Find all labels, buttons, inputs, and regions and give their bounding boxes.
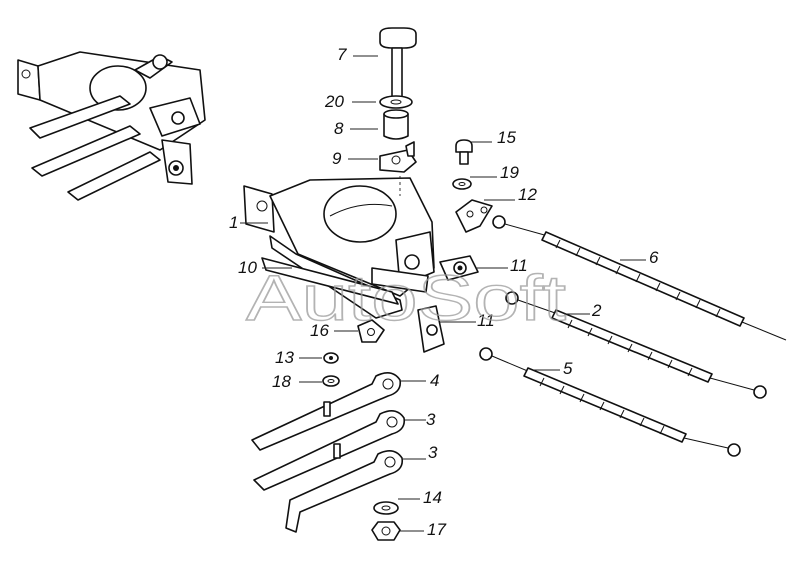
label-17: 17 [427,520,446,539]
label-1: 1 [229,213,238,232]
label-13: 13 [275,348,294,367]
label-2: 2 [591,301,602,320]
assembled-view [17,51,206,201]
pin-stack [379,27,417,196]
label-6: 6 [649,248,659,267]
label-11-upper: 11 [510,256,528,275]
label-4: 4 [430,371,439,390]
leader-lines [240,55,646,532]
part-16-nut [357,319,385,343]
label-16: 16 [310,321,329,340]
label-20: 20 [324,92,344,111]
washers-and-nut [322,352,401,541]
part-labels: 7 20 8 9 1 10 15 19 12 11 11 16 13 18 4 … [229,45,659,539]
label-18: 18 [272,372,291,391]
levers [251,372,406,533]
watermark-text: AutoSoft [246,262,566,334]
label-3-upper: 3 [426,410,436,429]
small-hardware [452,139,493,233]
label-10: 10 [238,258,257,277]
part-11-clamps [417,255,479,353]
part-10-plate [261,257,399,305]
label-8: 8 [334,119,344,138]
label-9: 9 [332,149,342,168]
label-14: 14 [423,488,442,507]
label-12: 12 [518,185,537,204]
main-bracket [243,177,435,319]
label-7: 7 [337,45,347,64]
label-3-lower: 3 [428,443,438,462]
label-15: 15 [497,128,516,147]
label-11-lower: 11 [477,311,495,330]
label-5: 5 [563,359,573,378]
spring-rods [479,215,787,457]
label-19: 19 [500,163,519,182]
